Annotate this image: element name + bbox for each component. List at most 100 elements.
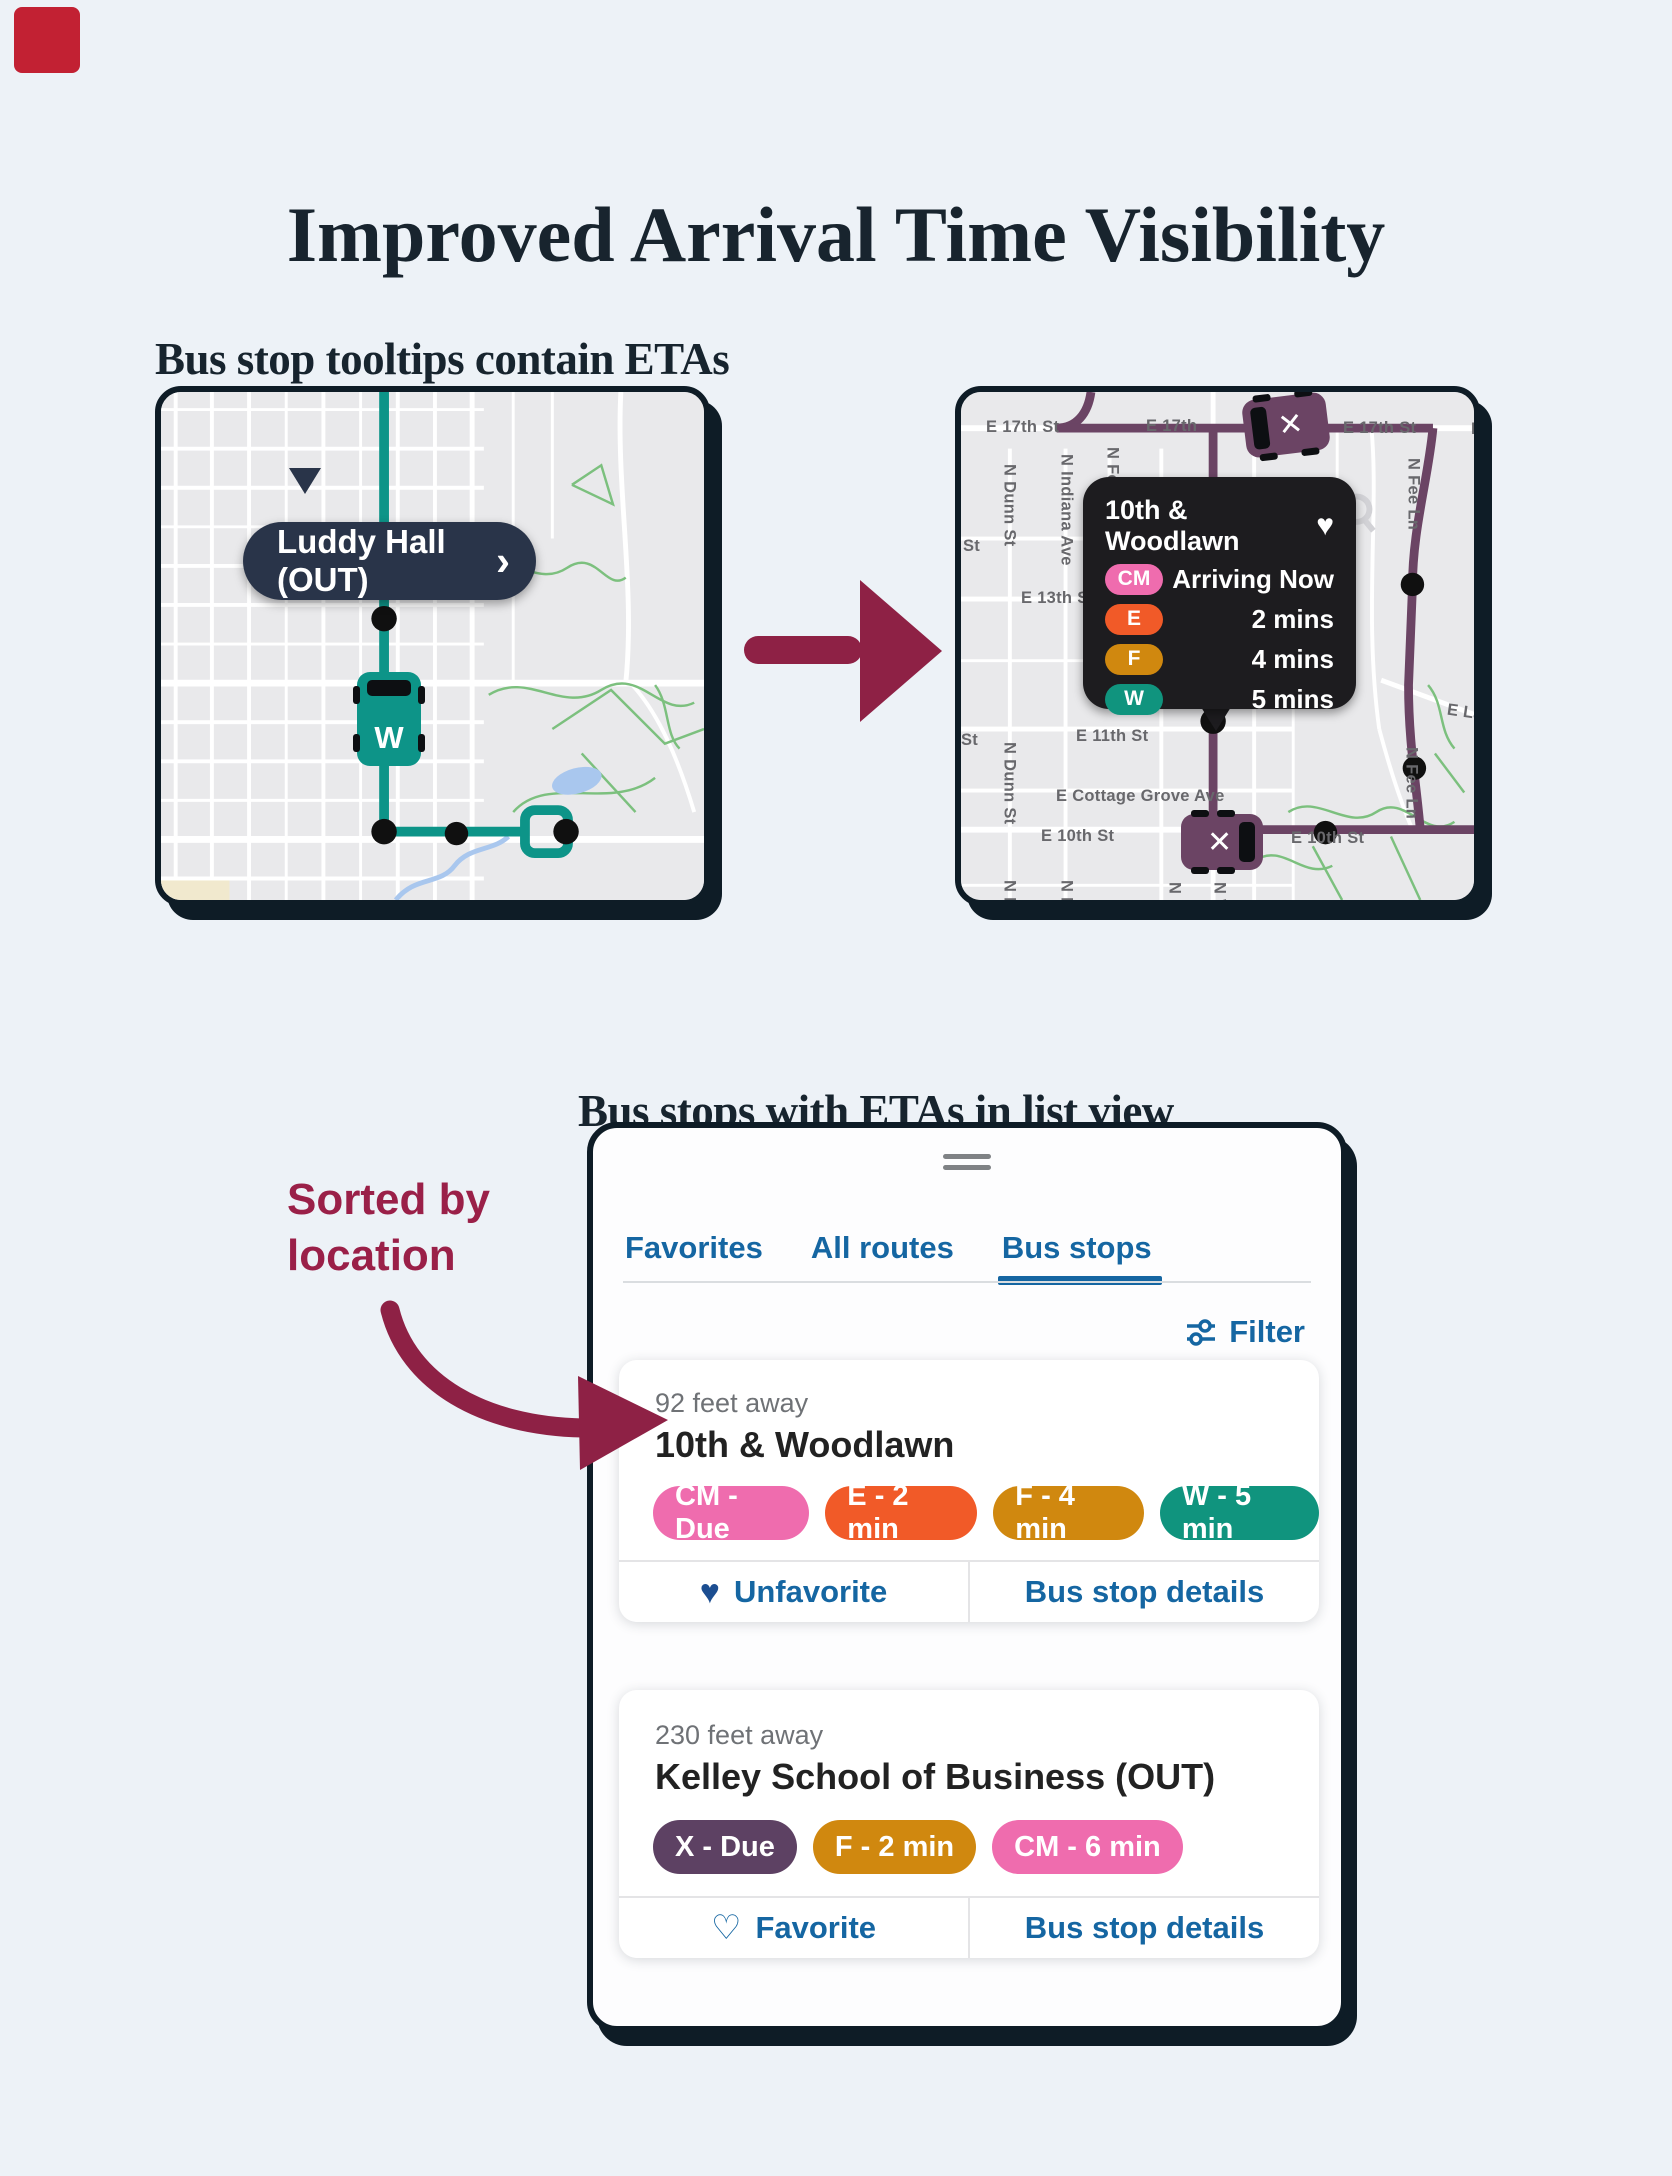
drag-handle[interactable] <box>943 1154 991 1170</box>
bus-wheel <box>1191 867 1209 874</box>
street-label: E 11th St <box>1076 727 1149 745</box>
sliders-icon <box>1187 1319 1216 1346</box>
eta-time: Arriving Now <box>1172 563 1334 594</box>
street-label: N Indiana Ave <box>1057 454 1076 566</box>
bus-marker-w[interactable]: W <box>353 672 425 766</box>
map-screenshot-eta-tooltip[interactable]: E 17th St E 17th E 17th St E N Dunn St N… <box>955 386 1480 906</box>
eta-row: CM Arriving Now <box>1105 561 1334 597</box>
action-divider <box>968 1898 970 1958</box>
street-label: N Fee Ln <box>1402 747 1421 820</box>
stop-distance: 92 feet away <box>655 1388 809 1418</box>
stop-tooltip-luddy-hall[interactable]: Luddy Hall (OUT) › <box>243 522 536 600</box>
eta-badge: E - 2 min <box>825 1480 978 1545</box>
street-label: E 13th St <box>1021 589 1095 607</box>
bus-stop-dots <box>371 605 579 846</box>
eta-badges: CM - Due E - 2 min F - 4 min W - 5 min <box>653 1480 1320 1545</box>
street-label: E 10th St <box>1291 829 1365 847</box>
stop-tooltip-title: 10th & Woodlawn <box>1105 495 1240 556</box>
bus-wheel <box>1191 810 1209 817</box>
street-label: E 17th St <box>1343 419 1417 437</box>
tooltip-tail <box>289 468 321 494</box>
tab-divider <box>623 1281 1311 1283</box>
street-label: N Fee Ln <box>1404 458 1423 531</box>
tab-bar: Favorites All routes Bus stops <box>625 1230 1162 1285</box>
filter-label: Filter <box>1229 1314 1305 1349</box>
eta-badge: F - 4 min <box>993 1480 1144 1545</box>
bus-stop-details-button[interactable]: Bus stop details <box>1024 1910 1265 1945</box>
bus-windshield <box>1249 406 1271 450</box>
bus-wheel <box>353 686 360 704</box>
tab-bus-stops[interactable]: Bus stops <box>997 1230 1162 1285</box>
route-badge-w: W <box>1105 683 1163 715</box>
favorite-button[interactable]: ♡ Favorite <box>619 1898 968 1958</box>
bus-marker-x-south[interactable]: ✕ <box>1181 810 1263 874</box>
map-screenshot-route-w[interactable]: W Luddy Hall (OUT) › <box>155 386 710 906</box>
stop-name: 10th & Woodlawn <box>655 1424 955 1465</box>
arrow-right-annotation <box>744 580 942 722</box>
street-label: N W <box>1210 882 1229 906</box>
street-label: N Dunn St <box>1000 464 1019 547</box>
bus-stop-card: 230 feet away Kelley School of Business … <box>619 1690 1319 1958</box>
page-title: Improved Arrival Time Visibility <box>286 191 1386 279</box>
bus-wheel <box>1217 810 1235 817</box>
bus-wheel <box>353 734 360 752</box>
bus-wheel <box>1252 393 1271 403</box>
street-label: N Dunn St <box>1000 742 1019 825</box>
eta-badge: F - 2 min <box>812 1820 977 1874</box>
bus-stop-details-button[interactable]: Bus stop details <box>1024 1574 1265 1609</box>
eta-row: F 4 mins <box>1105 641 1334 677</box>
heart-filled-icon: ♥ <box>699 1573 720 1611</box>
route-badge-f: F <box>1105 643 1163 675</box>
street-label: N P <box>1165 882 1184 906</box>
sorted-by-location-callout: Sorted by location <box>287 1172 490 1284</box>
bus-close-glyph: ✕ <box>1276 407 1306 443</box>
stop-tooltip-label: Luddy Hall (OUT) <box>277 523 446 598</box>
heart-filled-icon[interactable]: ♥ <box>1316 509 1334 542</box>
tab-favorites[interactable]: Favorites <box>625 1230 763 1265</box>
pond <box>552 766 602 795</box>
action-divider <box>968 1562 970 1622</box>
route-badge-cm: CM <box>1105 563 1163 595</box>
arrow-curved-annotation <box>380 1300 668 1470</box>
eta-time: 4 mins <box>1251 643 1334 674</box>
stop-tooltip-10th-woodlawn[interactable]: 10th & Woodlawn ♥ CM Arriving Now E 2 mi… <box>1083 477 1356 715</box>
eta-badge: W - 5 min <box>1159 1480 1320 1545</box>
eta-time: 2 mins <box>1251 603 1334 634</box>
bus-windshield <box>367 680 411 696</box>
street-label: E <box>1473 830 1474 847</box>
street-label: E 17th St <box>986 418 1060 436</box>
park-patch <box>161 880 230 900</box>
eta-badges: X - Due F - 2 min CM - 6 min <box>653 1820 1183 1874</box>
eta-badge: CM - 6 min <box>992 1820 1183 1874</box>
trail-paths <box>1253 684 1466 900</box>
heart-outline-icon: ♡ <box>710 1909 742 1947</box>
corner-accent-mark <box>14 7 80 73</box>
bus-marker-x-north[interactable]: ✕ <box>1240 392 1332 462</box>
unfavorite-button[interactable]: ♥ Unfavorite <box>619 1562 968 1622</box>
bus-wheel <box>418 734 425 752</box>
tab-all-routes[interactable]: All routes <box>810 1230 954 1265</box>
bus-stops-panel: Favorites All routes Bus stops Filter 92… <box>587 1122 1347 2032</box>
bus-wheel <box>1217 867 1235 874</box>
bus-wheel <box>1293 392 1313 398</box>
filter-button[interactable]: Filter <box>1185 1314 1305 1350</box>
eta-row: W 5 mins <box>1105 681 1334 717</box>
street-label: St <box>961 731 979 749</box>
street-label: N D <box>1000 880 1019 906</box>
stop-distance: 230 feet away <box>655 1720 824 1750</box>
trail-paths <box>487 463 704 813</box>
street-label: St <box>963 537 981 555</box>
eta-badge: X - Due <box>653 1820 797 1874</box>
card-actions: ♡ Favorite Bus stop details <box>619 1896 1319 1958</box>
route-badge-e: E <box>1105 603 1163 635</box>
card-actions: ♥ Unfavorite Bus stop details <box>619 1560 1319 1622</box>
street-label: N I <box>1057 880 1076 902</box>
stream <box>393 834 511 900</box>
bus-windshield <box>1239 822 1255 862</box>
unfavorite-label: Unfavorite <box>733 1574 888 1609</box>
bus-wheel <box>418 686 425 704</box>
section-heading-tooltips: Bus stop tooltips contain ETAs <box>155 334 730 385</box>
eta-badge: CM - Due <box>653 1480 810 1545</box>
tooltip-tail <box>1201 707 1231 731</box>
